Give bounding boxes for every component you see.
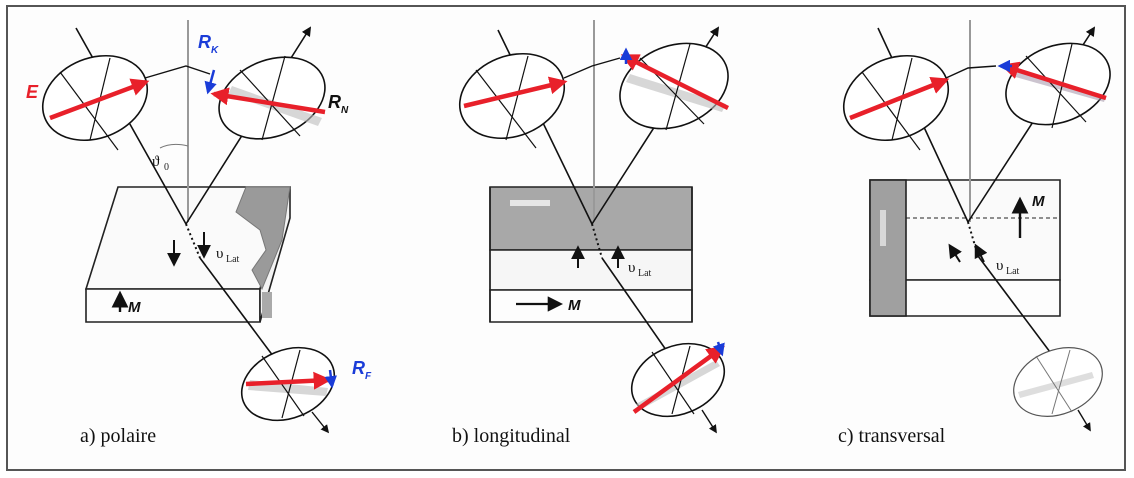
rk-label: R bbox=[198, 32, 211, 52]
rf-blue-arrow bbox=[324, 369, 337, 389]
velocity-label-b: υ bbox=[628, 260, 635, 276]
rf-label: R bbox=[352, 358, 365, 378]
svg-text:Lat: Lat bbox=[1006, 266, 1020, 277]
reflected-ellipse-b bbox=[619, 42, 730, 131]
svg-text:Lat: Lat bbox=[638, 268, 652, 279]
velocity-label-a: υ bbox=[216, 246, 223, 262]
sample-block-b bbox=[489, 186, 693, 323]
reflected-ellipse-a bbox=[204, 55, 326, 141]
rn-arrow bbox=[210, 87, 326, 115]
theta-label: ϑ bbox=[152, 154, 160, 170]
transmitted-ellipse-b bbox=[630, 341, 726, 434]
sample-block-a bbox=[84, 186, 292, 323]
magnetization-label-c: M bbox=[1032, 193, 1045, 210]
reflected-ellipse-c bbox=[997, 42, 1111, 129]
caption-c: c) transversal bbox=[838, 425, 946, 447]
caption-b: b) longitudinal bbox=[452, 425, 571, 447]
sample-block-c bbox=[869, 179, 1061, 317]
transmitted-ellipse-c bbox=[1013, 347, 1103, 432]
svg-text:0: 0 bbox=[164, 162, 169, 173]
panel-polaire: ϑ 0 υ Lat M E R bbox=[26, 20, 372, 447]
rk-arrow bbox=[204, 69, 217, 95]
magnetization-label-a: M bbox=[128, 299, 141, 316]
velocity-label-c: υ bbox=[996, 258, 1003, 274]
incident-ellipse-c bbox=[842, 54, 950, 151]
transmitted-beam-a bbox=[199, 257, 286, 373]
panel-longitudinal: υ Lat M b) longitudinal bbox=[452, 20, 730, 447]
e-label: E bbox=[26, 82, 39, 102]
rf-red-arrow bbox=[245, 371, 332, 390]
magnetization-label-b: M bbox=[568, 297, 581, 314]
caption-a: a) polaire bbox=[80, 425, 156, 447]
svg-text:F: F bbox=[365, 371, 372, 382]
incident-ellipse-b bbox=[458, 52, 568, 149]
svg-text:N: N bbox=[341, 105, 349, 116]
incident-ellipse-a bbox=[41, 54, 150, 151]
panel-transversal: M υ Lat c) transversal bbox=[838, 20, 1111, 447]
svg-text:K: K bbox=[211, 45, 219, 56]
e-field-arrow bbox=[49, 78, 150, 121]
rn-label: R bbox=[328, 92, 341, 112]
magnetic-domain-a bbox=[235, 186, 291, 291]
transmitted-ellipse-a bbox=[240, 346, 337, 434]
svg-text:Lat: Lat bbox=[226, 254, 240, 265]
